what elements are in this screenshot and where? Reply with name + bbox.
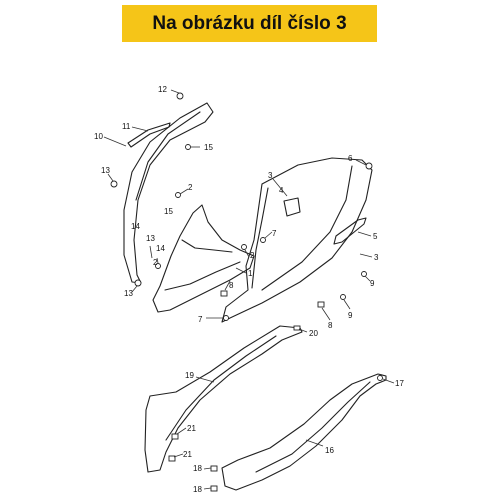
leader-8-left	[224, 280, 231, 291]
part-5-side-cover[interactable]	[221, 157, 373, 323]
callout-14-lower: 14	[156, 244, 165, 253]
callout-14-upper: 14	[131, 222, 140, 231]
leader-8-right	[321, 307, 331, 321]
leader-9-upper	[364, 275, 371, 282]
callout-2-upper: 2	[188, 183, 193, 192]
leader-18-upper	[203, 467, 212, 470]
banner-title: Na obrázku díl číslo 3	[152, 12, 347, 34]
callout-15-lower: 15	[164, 207, 173, 216]
callout-9-lower: 9	[348, 311, 353, 320]
callout-3-top: 3	[268, 171, 273, 180]
callout-17: 17	[395, 379, 404, 388]
clip-18-upper[interactable]	[210, 465, 218, 472]
part-5-inner-line	[251, 187, 269, 289]
leader-10	[103, 136, 127, 147]
callout-8-left: 8	[229, 281, 234, 290]
clip-21-upper[interactable]	[171, 433, 179, 440]
callout-12: 12	[158, 85, 167, 94]
screw-7-lower[interactable]	[223, 315, 229, 321]
callout-19: 19	[185, 371, 194, 380]
leader-9-lower	[343, 299, 351, 310]
clip-8-right[interactable]	[317, 301, 325, 308]
leader-13-lower	[131, 285, 138, 293]
screw-2-upper[interactable]	[175, 192, 181, 198]
part-5-panel-crease	[261, 165, 353, 291]
callout-13-lower: 13	[124, 289, 133, 298]
callout-18-lower: 18	[193, 485, 202, 494]
callout-2-mid: 2	[153, 258, 158, 267]
leader-14	[149, 245, 153, 259]
callout-11: 11	[122, 122, 131, 131]
screw-12[interactable]	[176, 92, 184, 100]
leader-2-upper	[179, 188, 189, 195]
callout-13-top: 13	[101, 166, 110, 175]
leader-3-right	[359, 253, 373, 258]
screw-13-lower[interactable]	[134, 279, 142, 287]
callout-21-lower: 21	[183, 450, 192, 459]
callout-13-mid: 13	[146, 234, 155, 243]
leader-18-lower	[203, 487, 212, 490]
emblem-badge	[333, 217, 367, 245]
part-1-lower-line	[164, 261, 241, 291]
part-19-floor-panel[interactable]	[144, 325, 303, 473]
part-1-center-panel[interactable]	[152, 204, 255, 313]
callout-15-top: 15	[204, 143, 213, 152]
callout-6: 6	[348, 154, 353, 163]
clip-18-lower[interactable]	[210, 485, 218, 492]
part-10-side-strip[interactable]	[123, 102, 214, 284]
leader-19	[195, 376, 215, 383]
leader-2-right	[244, 249, 250, 258]
callout-3-right: 3	[374, 253, 379, 262]
screw-6[interactable]	[365, 162, 373, 170]
screw-13-top[interactable]	[110, 180, 118, 188]
screw-2-right[interactable]	[241, 244, 247, 250]
screw-17[interactable]	[377, 375, 383, 381]
clip-8-left[interactable]	[220, 290, 228, 297]
callout-5: 5	[373, 232, 378, 241]
screw-9-lower[interactable]	[340, 294, 346, 300]
part-16-floor-panel[interactable]	[221, 373, 387, 491]
callout-21-upper: 21	[187, 424, 196, 433]
clip-20[interactable]	[293, 325, 301, 331]
leader-5	[357, 231, 372, 237]
leader-16	[305, 439, 324, 447]
part-1-inner-line	[181, 239, 233, 253]
leader-21-upper	[176, 427, 187, 435]
screw-2-mid[interactable]	[155, 263, 161, 269]
callout-2-right: 2	[250, 251, 255, 260]
callout-9-upper: 9	[370, 279, 375, 288]
leader-20	[298, 328, 308, 333]
callout-7-lower: 7	[198, 315, 203, 324]
part-11-strip[interactable]	[127, 122, 171, 148]
leader-13-top	[107, 173, 114, 182]
title-banner: Na obrázku díl číslo 3	[122, 5, 377, 42]
callout-10: 10	[94, 132, 103, 141]
leader-21-lower	[173, 453, 184, 458]
part-10-inner-edge	[135, 111, 201, 201]
callout-7-upper: 7	[272, 229, 277, 238]
callout-8-right: 8	[328, 321, 333, 330]
leader-2-mid	[156, 257, 159, 264]
clip-21-lower[interactable]	[168, 455, 176, 462]
leader-3-top	[272, 178, 288, 197]
part-16-inner-line	[255, 381, 371, 473]
leader-7-upper	[264, 231, 273, 239]
callout-16: 16	[325, 446, 334, 455]
part-4-label[interactable]	[283, 197, 301, 217]
callout-18-upper: 18	[193, 464, 202, 473]
leader-1	[235, 267, 247, 274]
callout-1: 1	[248, 269, 253, 278]
leader-17	[382, 378, 395, 384]
leader-6	[355, 159, 367, 166]
leader-12	[170, 89, 180, 94]
screw-7-upper[interactable]	[260, 237, 266, 243]
screw-15[interactable]	[185, 144, 191, 150]
screw-9-upper[interactable]	[361, 271, 367, 277]
callout-4: 4	[279, 186, 284, 195]
part-19-inner-line	[165, 335, 277, 441]
leader-11	[131, 126, 149, 132]
callout-20: 20	[309, 329, 318, 338]
